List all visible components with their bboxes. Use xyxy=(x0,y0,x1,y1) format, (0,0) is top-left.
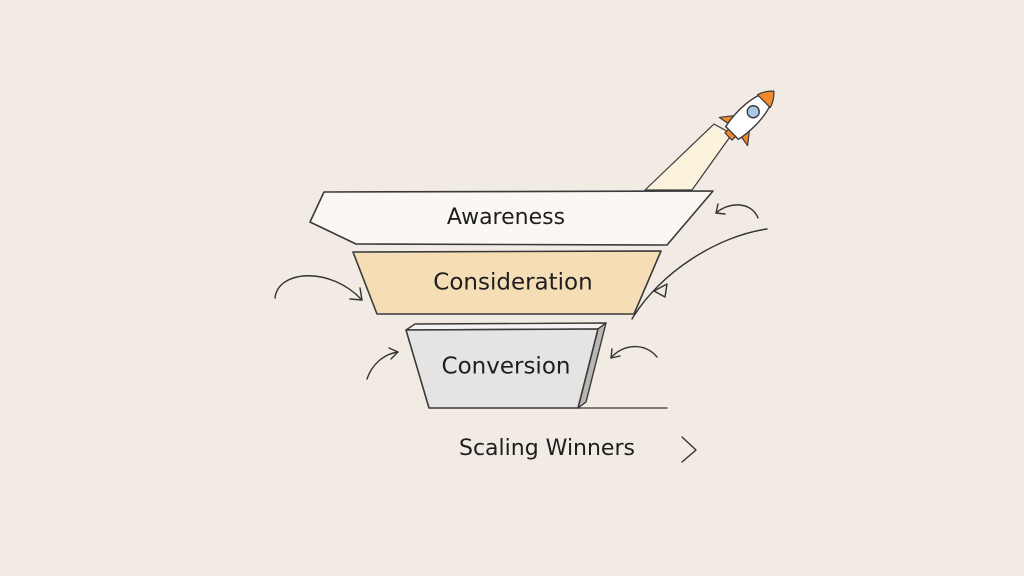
curved-arrow-icon xyxy=(366,347,399,380)
chevron-right-icon xyxy=(681,436,697,463)
awareness-band xyxy=(309,190,714,246)
rocket-exhaust-trail xyxy=(644,123,733,191)
rocket-window xyxy=(746,105,760,119)
consideration-label: Consideration xyxy=(433,270,592,296)
conversion-label: Conversion xyxy=(442,354,571,380)
funnel-stage-awareness: Awareness xyxy=(309,190,714,246)
rocket-icon xyxy=(718,90,775,147)
rocket-nozzle xyxy=(724,128,737,141)
consideration-band xyxy=(352,250,662,315)
funnel-stage-conversion: Conversion xyxy=(405,322,607,409)
arrow-head xyxy=(653,283,668,298)
awareness-label: Awareness xyxy=(447,205,565,230)
scaling-winners-label: Scaling Winners xyxy=(459,436,635,461)
curved-arrow-icon xyxy=(610,345,658,359)
curved-arrow-icon xyxy=(715,203,759,219)
funnel-stage-consideration: Consideration xyxy=(352,250,662,315)
curved-arrow-icon xyxy=(631,228,768,320)
rocket-nose xyxy=(756,90,775,109)
curved-arrow-icon xyxy=(274,275,363,301)
